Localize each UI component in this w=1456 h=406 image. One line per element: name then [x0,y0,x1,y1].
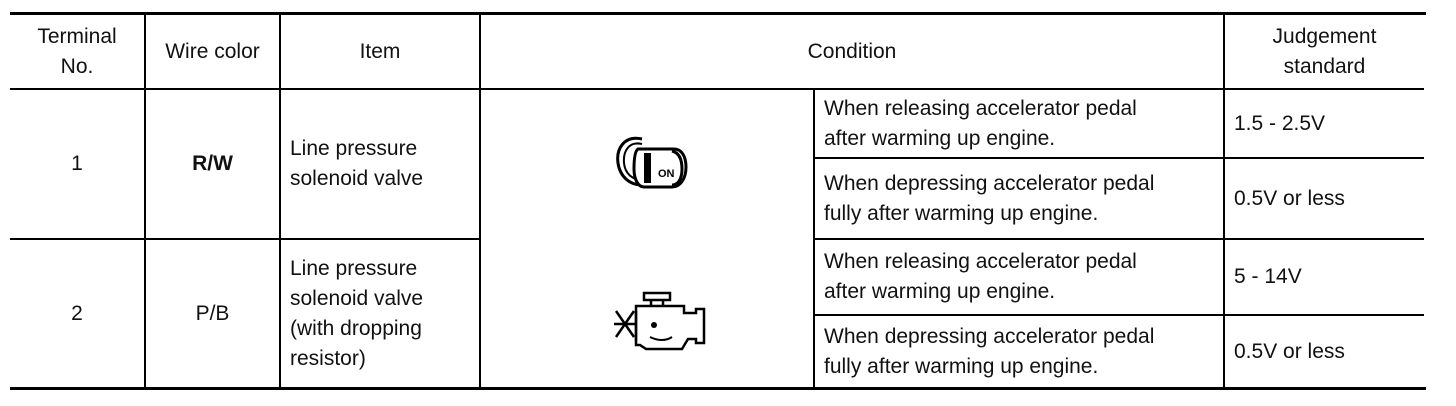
row1-condition-1-line2: after warming up engine. [824,126,1056,150]
row1-standard-1: 1.5 - 2.5V [1225,90,1424,157]
row1-condition-1-line1: When releasing accelerator pedal [824,96,1137,120]
header-wire-color-text: Wire color [165,39,260,63]
col-rule-5 [1223,13,1225,389]
col-rule-3 [479,13,481,389]
row2-condition-1: When releasing accelerator pedal after w… [815,240,1223,314]
ignition-on-label: ON [658,168,675,180]
header-item-text: Item [359,39,401,63]
table-top-rule [10,12,1426,15]
row1-wire-color-text: R/W [192,152,233,175]
row1-item-line2: solenoid valve [290,167,424,190]
row2-condition-2-line1: When depressing accelerator pedal [824,324,1155,348]
row1-condition-2-line2: fully after warming up engine. [824,201,1099,225]
row2-condition-2-line2: fully after warming up engine. [824,354,1099,378]
row2-terminal-text: 2 [71,301,83,325]
row1-wire-color: R/W [146,90,279,238]
row2-standard-1: 5 - 14V [1225,240,1424,314]
row1-condition-2: When depressing accelerator pedal fully … [815,159,1223,238]
row2-item-line2: solenoid valve [290,286,424,310]
header-bottom-rule [10,88,1424,90]
row2-wire-color-text: P/B [195,301,230,325]
row2-item-line3: (with dropping [290,316,422,340]
row1-item-line1: Line pressure [290,137,418,160]
row1-condition-2-line1: When depressing accelerator pedal [824,171,1155,195]
header-item: Item [281,15,479,88]
row2-standard-1-text: 5 - 14V [1234,265,1302,288]
row2-condition-2: When depressing accelerator pedal fully … [815,316,1223,387]
col-rule-4 [813,89,815,389]
ignition-key-on-icon: ON [600,125,700,200]
row1-standard-1-text: 1.5 - 2.5V [1234,111,1326,135]
row2-sub-rule [814,314,1424,316]
header-condition: Condition [481,15,1223,88]
header-terminal-no: Terminal No. [10,15,144,88]
row-separator-rule [10,238,480,240]
header-wire-color: Wire color [146,15,279,88]
row1-condition-1: When releasing accelerator pedal after w… [815,90,1223,157]
col-rule-1 [144,13,146,389]
row1-terminal-text: 1 [71,152,83,175]
row2-standard-2: 0.5V or less [1225,316,1424,387]
header-judgement-line2: standard [1283,54,1366,78]
header-terminal-line2: No. [60,54,94,78]
table-bottom-rule [10,387,1426,390]
row1-item: Line pressure solenoid valve [281,90,479,238]
header-condition-text: Condition [807,39,897,63]
row2-item: Line pressure solenoid valve (with dropp… [281,240,479,387]
engine-running-icon [605,285,715,360]
header-judgement-standard: Judgement standard [1225,15,1424,88]
row1-standard-2: 0.5V or less [1225,159,1424,238]
row1-sub-rule [814,157,1424,159]
col-rule-2 [279,13,281,389]
row2-standard-2-text: 0.5V or less [1234,339,1345,363]
row2-condition-1-line1: When releasing accelerator pedal [824,250,1137,273]
row2-mid-rule [814,238,1424,240]
row1-standard-2-text: 0.5V or less [1234,186,1345,210]
row2-item-line4: resistor) [290,346,366,370]
row2-wire-color: P/B [146,240,279,387]
row1-terminal: 1 [10,90,144,238]
row2-terminal: 2 [10,240,144,387]
row2-condition-1-line2: after warming up engine. [824,280,1056,303]
header-judgement-line1: Judgement [1272,24,1377,48]
row2-item-line1: Line pressure [290,256,418,280]
header-terminal-line1: Terminal [37,24,117,48]
